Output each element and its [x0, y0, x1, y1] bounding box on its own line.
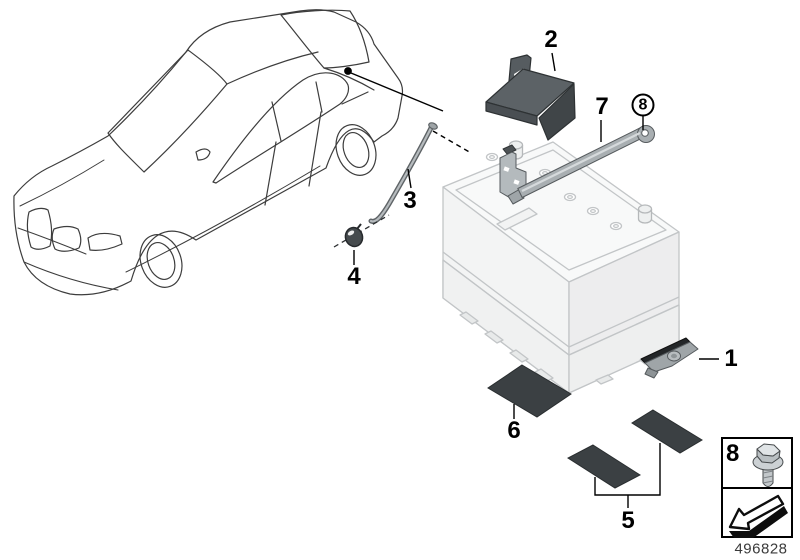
legend-screw-icon: [752, 443, 784, 487]
callout-8-screw[interactable]: 8: [631, 93, 655, 117]
part-pad-strips: [567, 409, 703, 489]
diagram-part-number: 496828: [734, 540, 788, 558]
callout-2-cover[interactable]: 2: [544, 26, 558, 53]
legend-screw-number: 8: [726, 440, 740, 467]
callout-4-grommet[interactable]: 4: [347, 263, 361, 290]
car-illustration: [13, 9, 404, 296]
part-hold-down-bracket: [499, 125, 655, 205]
callout-1-clamp[interactable]: 1: [724, 345, 738, 372]
leader-lines: [344, 52, 719, 508]
callout-7-bracket[interactable]: 7: [595, 93, 609, 120]
callout-3-rod[interactable]: 3: [403, 187, 417, 214]
part-vent-rod: [368, 122, 438, 224]
callout-6-pad[interactable]: 6: [507, 417, 521, 444]
part-pad-large: [487, 364, 572, 418]
part-terminal-cover: [485, 54, 576, 141]
legend-arrow-icon: [728, 494, 788, 538]
callout-5-pads[interactable]: 5: [621, 507, 635, 534]
part-grommet: [333, 214, 390, 248]
part-battery-clamp: [640, 337, 699, 379]
